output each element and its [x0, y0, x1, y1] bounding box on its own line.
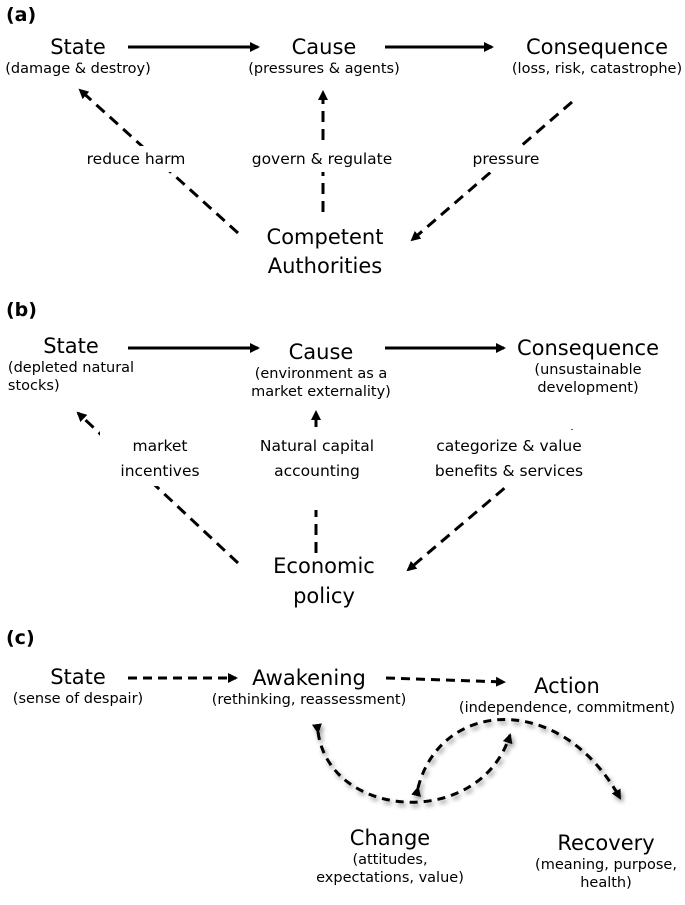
link-a-govern-regulate: govern & regulate — [251, 150, 393, 168]
node-b-economic-policy: Economic policy — [273, 551, 375, 612]
node-title: Recovery — [557, 831, 655, 855]
link-line1: categorize & value — [436, 437, 582, 455]
arrow-c-awakening-to-action — [385, 676, 506, 687]
node-subtitle-line2: expectations, value) — [316, 870, 464, 887]
node-subtitle: (loss, risk, catastrophe) — [511, 61, 683, 78]
node-a-consequence: Consequence (loss, risk, catastrophe) — [512, 34, 682, 78]
link-a-reduce-harm: reduce harm — [86, 150, 186, 168]
link-label-bg — [412, 430, 608, 486]
link-label-bg — [246, 146, 398, 172]
node-title-line2: Authorities — [267, 254, 383, 279]
node-subtitle: (damage & destroy) — [5, 61, 151, 78]
panel-b-tag: (b) — [6, 299, 37, 321]
node-subtitle-line1: (unsustainable — [534, 362, 642, 379]
node-c-recovery: Recovery (meaning, purpose, health) — [535, 830, 677, 893]
arrow-c-recovery-cycle — [411, 718, 622, 800]
link-label-bg — [253, 430, 379, 510]
node-title: Consequence — [516, 336, 660, 360]
node-subtitle-line2: market externality) — [251, 384, 391, 401]
node-a-authorities: Competent Authorities — [267, 223, 384, 282]
node-subtitle: (independence, commitment) — [458, 700, 676, 717]
node-subtitle-line1: (depleted natural — [7, 360, 135, 377]
node-subtitle: (rethinking, reassessment) — [211, 692, 407, 709]
arrow-c-change-cycle-left — [311, 723, 513, 804]
node-title: Action — [534, 674, 600, 698]
link-line2: accounting — [274, 461, 360, 480]
node-subtitle-line2: health) — [580, 875, 632, 892]
node-c-change: Change (attitudes, expectations, value) — [316, 825, 464, 888]
link-line2: benefits & services — [434, 461, 584, 480]
node-title: Cause — [291, 35, 357, 59]
node-b-consequence: Consequence (unsustainable development) — [517, 335, 659, 398]
link-label-bg — [100, 430, 228, 486]
node-subtitle-line1: (meaning, purpose, — [535, 857, 677, 874]
node-subtitle-line2: stocks) — [7, 378, 60, 395]
node-subtitle-line1: (attitudes, — [352, 852, 428, 869]
panel-c-tag: (c) — [6, 627, 35, 649]
node-title: Change — [349, 826, 431, 850]
node-title: Awakening — [252, 666, 366, 690]
node-c-action: Action (independence, commitment) — [459, 673, 675, 717]
link-label-bg — [465, 146, 547, 172]
link-a-pressure: pressure — [472, 150, 540, 168]
node-title: State — [50, 665, 106, 689]
link-line1: market — [132, 437, 188, 455]
node-title: Consequence — [525, 35, 669, 59]
node-title-line1: Competent — [266, 225, 384, 249]
node-title-line1: Economic — [273, 554, 375, 578]
node-a-cause: Cause (pressures & agents) — [248, 34, 399, 78]
panel-a-tag: (a) — [6, 4, 37, 26]
node-c-state: State (sense of despair) — [13, 664, 143, 708]
node-title: Cause — [288, 340, 354, 364]
link-label-bg — [80, 146, 192, 172]
link-b-natural-capital: Natural capital accounting — [260, 434, 374, 484]
node-title: State — [50, 35, 106, 59]
node-subtitle-line1: (environment as a — [254, 366, 388, 383]
node-title-line2: policy — [293, 584, 355, 609]
node-b-state: State (depleted natural stocks) — [8, 333, 134, 396]
node-subtitle: (sense of despair) — [12, 691, 144, 708]
node-title: State — [43, 334, 99, 358]
node-c-awakening: Awakening (rethinking, reassessment) — [212, 665, 407, 709]
node-subtitle: (pressures & agents) — [248, 61, 400, 78]
link-b-categorize-value: categorize & value benefits & services — [435, 434, 583, 484]
panel-c-arrows — [128, 673, 622, 804]
link-b-market-incentives: market incentives — [120, 434, 199, 484]
link-line1: Natural capital — [259, 437, 375, 455]
node-subtitle-line2: development) — [537, 380, 639, 397]
link-line2: incentives — [120, 461, 200, 480]
node-b-cause: Cause (environment as a market externali… — [251, 339, 391, 402]
node-a-state: State (damage & destroy) — [5, 34, 151, 78]
